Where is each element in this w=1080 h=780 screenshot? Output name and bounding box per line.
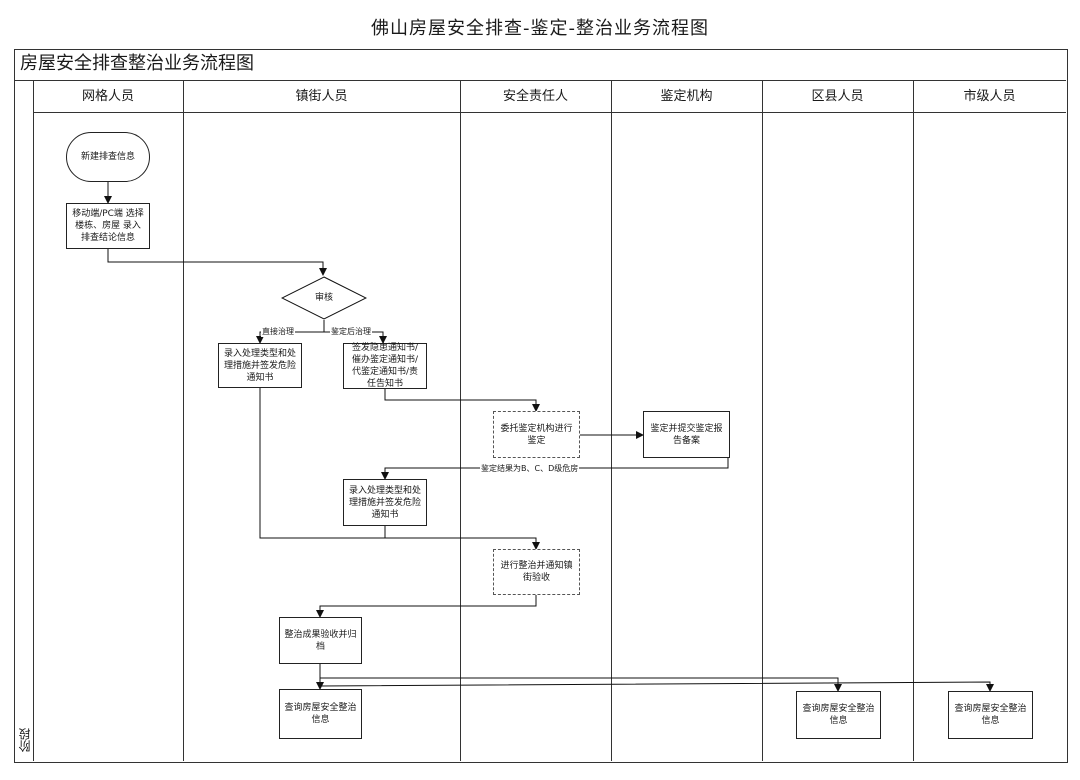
lane-separator xyxy=(460,81,461,761)
lane-separator xyxy=(762,81,763,761)
lane-header-town-staff: 镇街人员 xyxy=(295,89,348,104)
diagram-title: 房屋安全排查整治业务流程图 xyxy=(20,53,254,74)
lane-separator xyxy=(611,81,612,761)
node-direct-fix-notice: 录入处理类型和处理措施并签发危险通知书 xyxy=(218,343,302,388)
title-divider xyxy=(14,80,1066,81)
lane-header-appraisal-agency: 鉴定机构 xyxy=(660,89,713,104)
node-accept-and-archive: 整治成果验收并归档 xyxy=(279,617,362,664)
lane-header-district-staff: 区县人员 xyxy=(811,89,864,104)
decision-diamond-shape xyxy=(280,276,368,320)
node-query-town: 查询房屋安全整治信息 xyxy=(279,689,362,739)
node-query-city: 查询房屋安全整治信息 xyxy=(948,691,1033,739)
lane-header-safety-owner: 安全责任人 xyxy=(502,89,568,104)
diagram-frame xyxy=(14,49,1068,763)
node-submit-report: 鉴定并提交鉴定报告备案 xyxy=(643,411,730,458)
node-issue-notices: 签发隐患通知书/催办鉴定通知书/代鉴定通知书/责任告知书 xyxy=(343,343,427,389)
node-query-district: 查询房屋安全整治信息 xyxy=(796,691,881,739)
lane-separator xyxy=(33,81,34,761)
edge-label-appraisal-result: 鉴定结果为B、C、D级危房 xyxy=(480,463,580,474)
lane-separator xyxy=(913,81,914,761)
node-rectify-and-notify: 进行整治并通知镇街验收 xyxy=(493,549,580,595)
page-title: 佛山房屋安全排查-鉴定-整治业务流程图 xyxy=(371,18,709,39)
lane-header-grid-staff: 网格人员 xyxy=(81,89,134,104)
edge-label-after-appraisal: 鉴定后治理 xyxy=(330,326,372,337)
decision-review-label: 审核 xyxy=(314,293,333,303)
start-node-new-inspection: 新建排查信息 xyxy=(66,132,150,182)
node-entrust-appraisal: 委托鉴定机构进行鉴定 xyxy=(493,411,580,458)
node-enter-inspection-info: 移动端/PC端 选择楼栋、房屋 录入排查结论信息 xyxy=(66,203,150,249)
lane-header-city-staff: 市级人员 xyxy=(963,89,1016,104)
edge-label-direct-fix: 直接治理 xyxy=(261,326,295,337)
lane-separator xyxy=(183,81,184,761)
lane-header-divider xyxy=(33,112,1066,113)
decision-review: 审核 xyxy=(280,276,368,320)
node-fix-after-appraisal: 录入处理类型和处理措施并签发危险通知书 xyxy=(343,479,427,526)
